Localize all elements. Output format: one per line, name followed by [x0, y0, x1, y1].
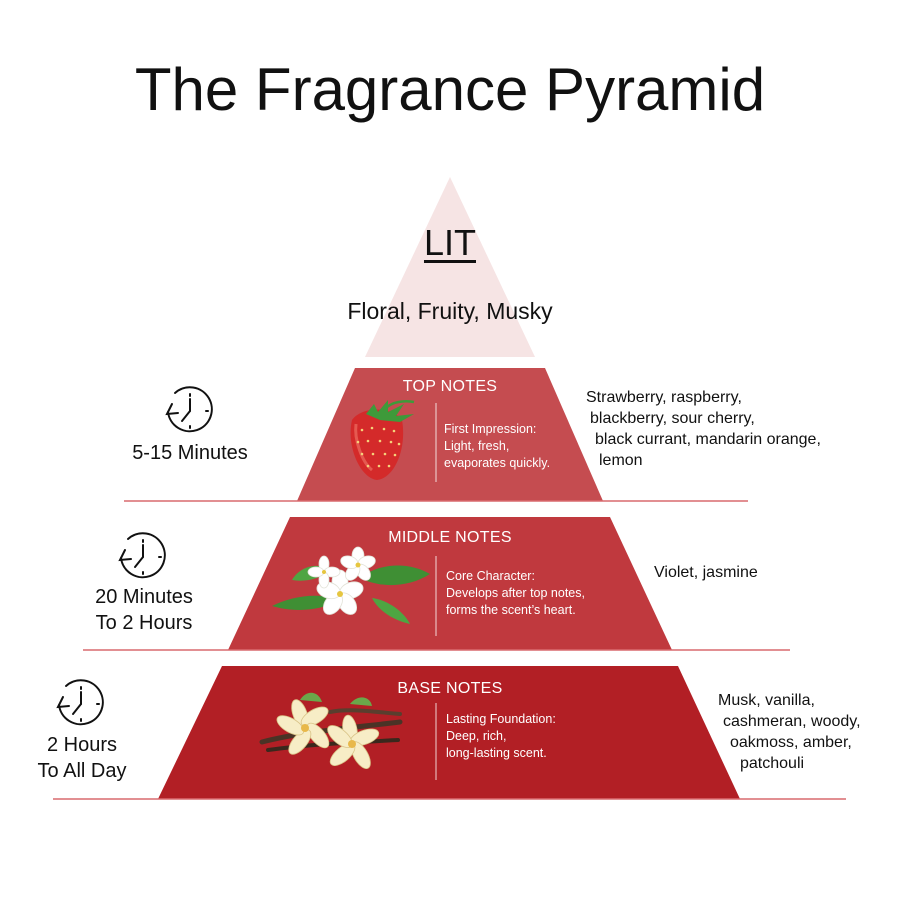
tier-middle-title: MIDDLE NOTES	[388, 529, 512, 546]
tier-top-time: 5-15 Minutes	[132, 442, 248, 464]
tier-base-description: Lasting Foundation: Deep, rich, long-las…	[446, 712, 556, 760]
tier-top-ingredients: Strawberry, raspberry, blackberry, sour …	[586, 389, 821, 469]
tier-middle-band	[228, 517, 672, 650]
tier-top-description: First Impression: Light, fresh, evaporat…	[444, 422, 551, 470]
tier-middle-time: 20 Minutes To 2 Hours	[95, 586, 193, 634]
tier-base-ingredients: Musk, vanilla, cashmeran, woody, oakmoss…	[718, 692, 861, 772]
brand-name: LIT	[423, 222, 476, 263]
pyramid-apex	[365, 177, 535, 357]
strawberry-icon	[350, 400, 415, 480]
tier-middle-description: Core Character: Develops after top notes…	[446, 569, 585, 617]
tier-middle-ingredients: Violet, jasmine	[654, 564, 758, 581]
tier-base-title: BASE NOTES	[397, 680, 503, 697]
page-title: The Fragrance Pyramid	[134, 56, 766, 123]
clock-icon	[165, 386, 213, 433]
tier-base-time: 2 Hours To All Day	[37, 734, 127, 782]
tier-top-title: TOP NOTES	[402, 378, 498, 395]
vanilla-flower-icon	[259, 692, 403, 769]
jasmine-flower-icon	[272, 546, 430, 624]
clock-icon	[118, 532, 166, 579]
clock-icon	[56, 679, 104, 726]
brand-scent-families: Floral, Fruity, Musky	[347, 298, 553, 324]
